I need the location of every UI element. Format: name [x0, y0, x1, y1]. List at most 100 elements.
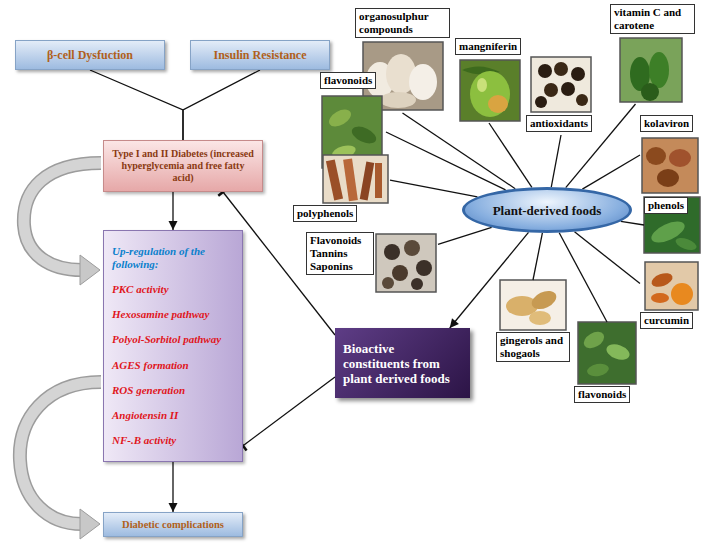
photo-frame — [531, 57, 591, 112]
seed — [554, 62, 568, 76]
connector — [489, 123, 532, 187]
food-label: curcumin — [644, 314, 689, 327]
seed — [416, 260, 432, 276]
connector-line — [551, 135, 561, 187]
mango-photo — [460, 60, 520, 121]
connector — [551, 135, 561, 187]
node-label: β-cell Dysfuction — [47, 48, 133, 62]
food-label: kolaviron — [644, 117, 689, 130]
food-label: flavonoids — [578, 388, 626, 401]
papaya-photo — [620, 38, 682, 102]
node-label: Type I and II Diabetes (increased hyperg… — [110, 148, 256, 184]
curved-arrow-head — [80, 509, 100, 539]
kola-nut — [646, 147, 666, 165]
kola-nut — [669, 149, 691, 167]
cinnamon-stick — [343, 159, 358, 202]
food-item: gingerols and shogaols — [496, 280, 570, 368]
list-item: NF-.B activity — [112, 434, 176, 447]
food-label-box: flavonoids — [574, 386, 630, 403]
hub-oval: Plant-derived foods — [462, 187, 632, 233]
seed — [544, 83, 558, 97]
photo-frame — [376, 234, 436, 292]
list-item: Hexosamine pathway — [112, 308, 209, 321]
ginger-photo — [500, 280, 566, 330]
curved-arrow — [20, 382, 101, 539]
leaf — [586, 362, 610, 378]
seed — [384, 244, 400, 260]
food-label-box: kolaviron — [640, 115, 693, 132]
connector-line — [403, 113, 516, 189]
outcome-box: Diabetic complications — [103, 512, 243, 537]
connector-line — [574, 232, 640, 284]
food-item: flavonoids — [574, 322, 640, 408]
seed — [411, 278, 423, 290]
leaf — [581, 328, 607, 351]
arrow-head — [450, 318, 459, 328]
cinnamon-photo — [323, 155, 388, 203]
curved-arrow-body — [24, 163, 101, 270]
connector-line — [243, 377, 335, 446]
garlic-clove — [380, 92, 416, 108]
food-item: organosulphur compounds — [355, 8, 450, 113]
food-label: gingerols and shogaols — [500, 334, 566, 360]
food-label: mangniferin — [459, 40, 517, 53]
list-item: ROS generation — [112, 384, 185, 397]
connector — [390, 180, 477, 197]
node-label: Plant-derived foods — [493, 203, 602, 218]
node-label: Bioactive constituents from plant derive… — [343, 341, 462, 386]
seed — [382, 277, 394, 289]
leaf — [326, 106, 354, 130]
connector — [574, 232, 640, 284]
connector — [90, 70, 183, 140]
connector-line — [183, 70, 260, 140]
food-label-box: flavonoids — [320, 72, 376, 89]
food-label-box: Flavonoids Tannins Saponins — [306, 232, 374, 275]
herb-photo — [578, 322, 636, 384]
list-item: Polyol-Sorbitol pathway — [112, 333, 221, 346]
curved-arrow-body — [20, 382, 101, 524]
food-item: curcumin — [640, 262, 700, 334]
food-item: vitamin C and carotene — [610, 4, 695, 104]
pathway-list-box: Up-regulation of the following:PKC activ… — [103, 230, 243, 462]
list-item: PKC activity — [112, 283, 169, 296]
connector-line — [489, 123, 532, 187]
kola-nut-photo — [642, 138, 698, 193]
connector — [450, 232, 529, 328]
connector-line — [390, 180, 477, 197]
food-label: flavonoids — [324, 74, 372, 87]
leaf — [674, 236, 698, 253]
photo-frame — [578, 322, 636, 384]
seed — [538, 64, 552, 78]
ginger-root — [529, 311, 551, 325]
cause-box: Insulin Resistance — [190, 40, 330, 70]
curved-arrow — [24, 163, 101, 285]
kola-nut — [657, 169, 679, 187]
curved-arrow-outline — [20, 382, 101, 524]
bioactive-box: Bioactive constituents from plant derive… — [335, 328, 470, 398]
node-label: Diabetic complications — [122, 519, 224, 531]
connector-line — [621, 221, 644, 225]
connector — [582, 155, 640, 189]
cinnamon-stick — [326, 159, 343, 200]
food-label-box: mangniferin — [455, 38, 521, 55]
seed — [561, 82, 575, 96]
connector — [169, 192, 178, 230]
photo-frame — [644, 197, 700, 253]
food-label-box: curcumin — [640, 312, 693, 329]
food-label: vitamin C and carotene — [614, 6, 691, 32]
food-item: phenols — [644, 197, 700, 253]
cinnamon-stick — [360, 162, 374, 201]
connector-line — [559, 233, 607, 322]
turmeric-root — [650, 271, 675, 290]
connector-line — [386, 132, 506, 190]
turmeric-photo — [645, 262, 698, 310]
connector-line — [533, 233, 542, 280]
food-label-box: antioxidants — [526, 115, 592, 132]
food-label-box: gingerols and shogaols — [496, 332, 570, 362]
seed — [571, 67, 585, 81]
connector — [533, 233, 542, 280]
arrow-head — [169, 221, 178, 230]
connector — [183, 70, 260, 140]
cause-box: β-cell Dysfuction — [15, 40, 165, 70]
food-item: polyphenols — [293, 155, 390, 227]
